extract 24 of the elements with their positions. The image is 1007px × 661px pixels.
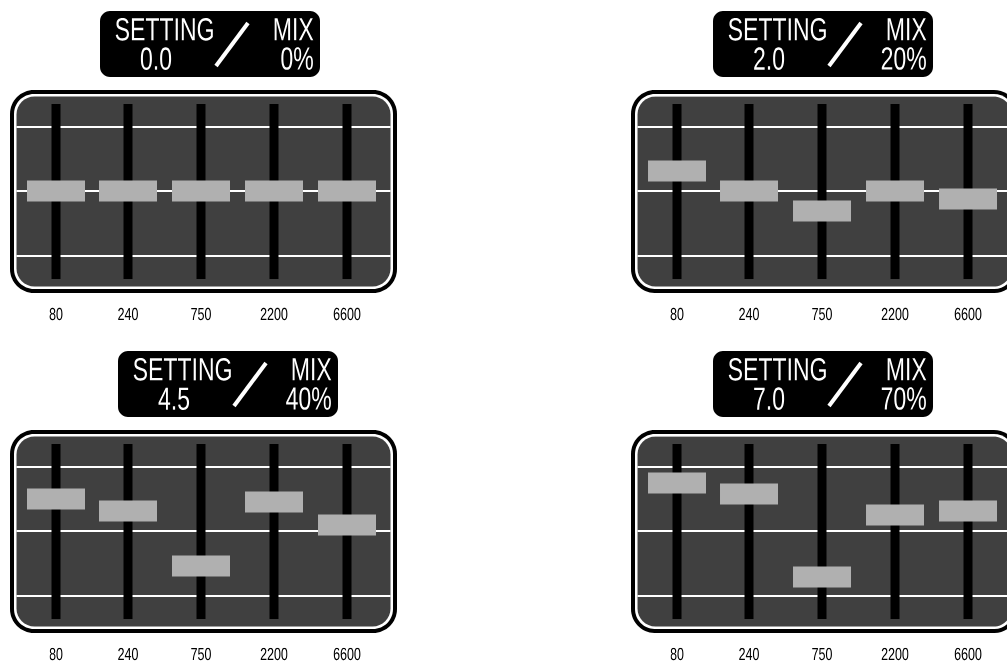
frequency-label: 750	[191, 647, 211, 661]
setting-badge: SETTING 0.0 MIX 0%	[100, 11, 320, 77]
frequency-label: 2200	[881, 647, 909, 661]
frequency-label: 2200	[881, 307, 909, 321]
frequency-label: 6600	[954, 307, 982, 321]
frequency-label: 2200	[260, 307, 288, 321]
frequency-label: 6600	[333, 647, 361, 661]
frequency-label: 6600	[333, 307, 361, 321]
frequency-label: 750	[812, 307, 832, 321]
frequency-label: 80	[670, 647, 684, 661]
frequency-label: 240	[739, 307, 759, 321]
frequency-label: 750	[191, 307, 211, 321]
frequency-label: 750	[812, 647, 832, 661]
frequency-label: 240	[118, 307, 138, 321]
frequency-label: 80	[49, 647, 63, 661]
frequency-label: 240	[739, 647, 759, 661]
frequency-label: 2200	[260, 647, 288, 661]
setting-badge: SETTING 7.0 MIX 70%	[713, 351, 933, 417]
frequency-label: 80	[670, 307, 684, 321]
frequency-label: 240	[118, 647, 138, 661]
frequency-label: 6600	[954, 647, 982, 661]
frequency-label: 80	[49, 307, 63, 321]
setting-badge: SETTING 2.0 MIX 20%	[713, 11, 933, 77]
setting-badge: SETTING 4.5 MIX 40%	[118, 351, 338, 417]
